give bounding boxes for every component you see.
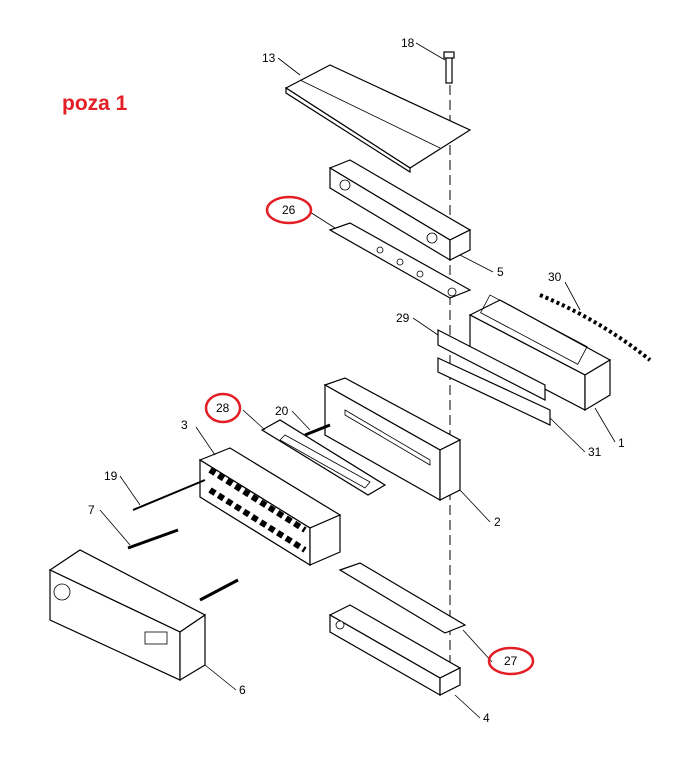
callout-19: 19 xyxy=(104,469,118,483)
leader-lines xyxy=(99,42,616,719)
part-19-rod xyxy=(132,479,206,511)
callout-7: 7 xyxy=(88,503,95,517)
part-27-gasket xyxy=(338,562,467,634)
callout-31: 31 xyxy=(588,445,602,459)
callout-13: 13 xyxy=(262,51,276,65)
callout-27: 27 xyxy=(504,654,518,668)
callout-20: 20 xyxy=(275,404,289,418)
part-1-block xyxy=(468,294,612,412)
part-6-housing xyxy=(48,549,207,682)
callout-28: 28 xyxy=(216,401,230,415)
highlight-ring-27 xyxy=(487,646,535,676)
callout-1: 1 xyxy=(618,436,625,450)
part-7-rod xyxy=(127,528,179,550)
callout-3: 3 xyxy=(181,418,188,432)
part-3-valve-block xyxy=(198,447,342,567)
part-29-gasket xyxy=(437,329,546,401)
callout-5: 5 xyxy=(497,265,504,279)
part-13-cover xyxy=(284,64,472,174)
callout-2: 2 xyxy=(494,515,501,529)
callout-30: 30 xyxy=(548,270,562,284)
part-2-manifold xyxy=(323,377,462,502)
callout-29: 29 xyxy=(396,311,410,325)
highlight-ring-28 xyxy=(204,392,242,424)
part-30-orings xyxy=(539,293,652,362)
callout-4: 4 xyxy=(483,711,490,725)
part-31-gasket xyxy=(437,357,551,426)
part-28-gasket xyxy=(260,419,387,496)
part-18-screw xyxy=(443,51,455,84)
callout-18: 18 xyxy=(401,36,415,50)
part-26-gasket xyxy=(328,222,472,299)
part-20-screw xyxy=(304,423,331,437)
callout-26: 26 xyxy=(282,203,296,217)
highlight-ring-26 xyxy=(265,195,313,225)
figure-title: poza 1 xyxy=(62,92,128,115)
part-5-block xyxy=(328,159,472,262)
part-7-rod-2 xyxy=(199,578,239,602)
callout-6: 6 xyxy=(239,683,246,697)
part-4-block xyxy=(328,604,462,697)
